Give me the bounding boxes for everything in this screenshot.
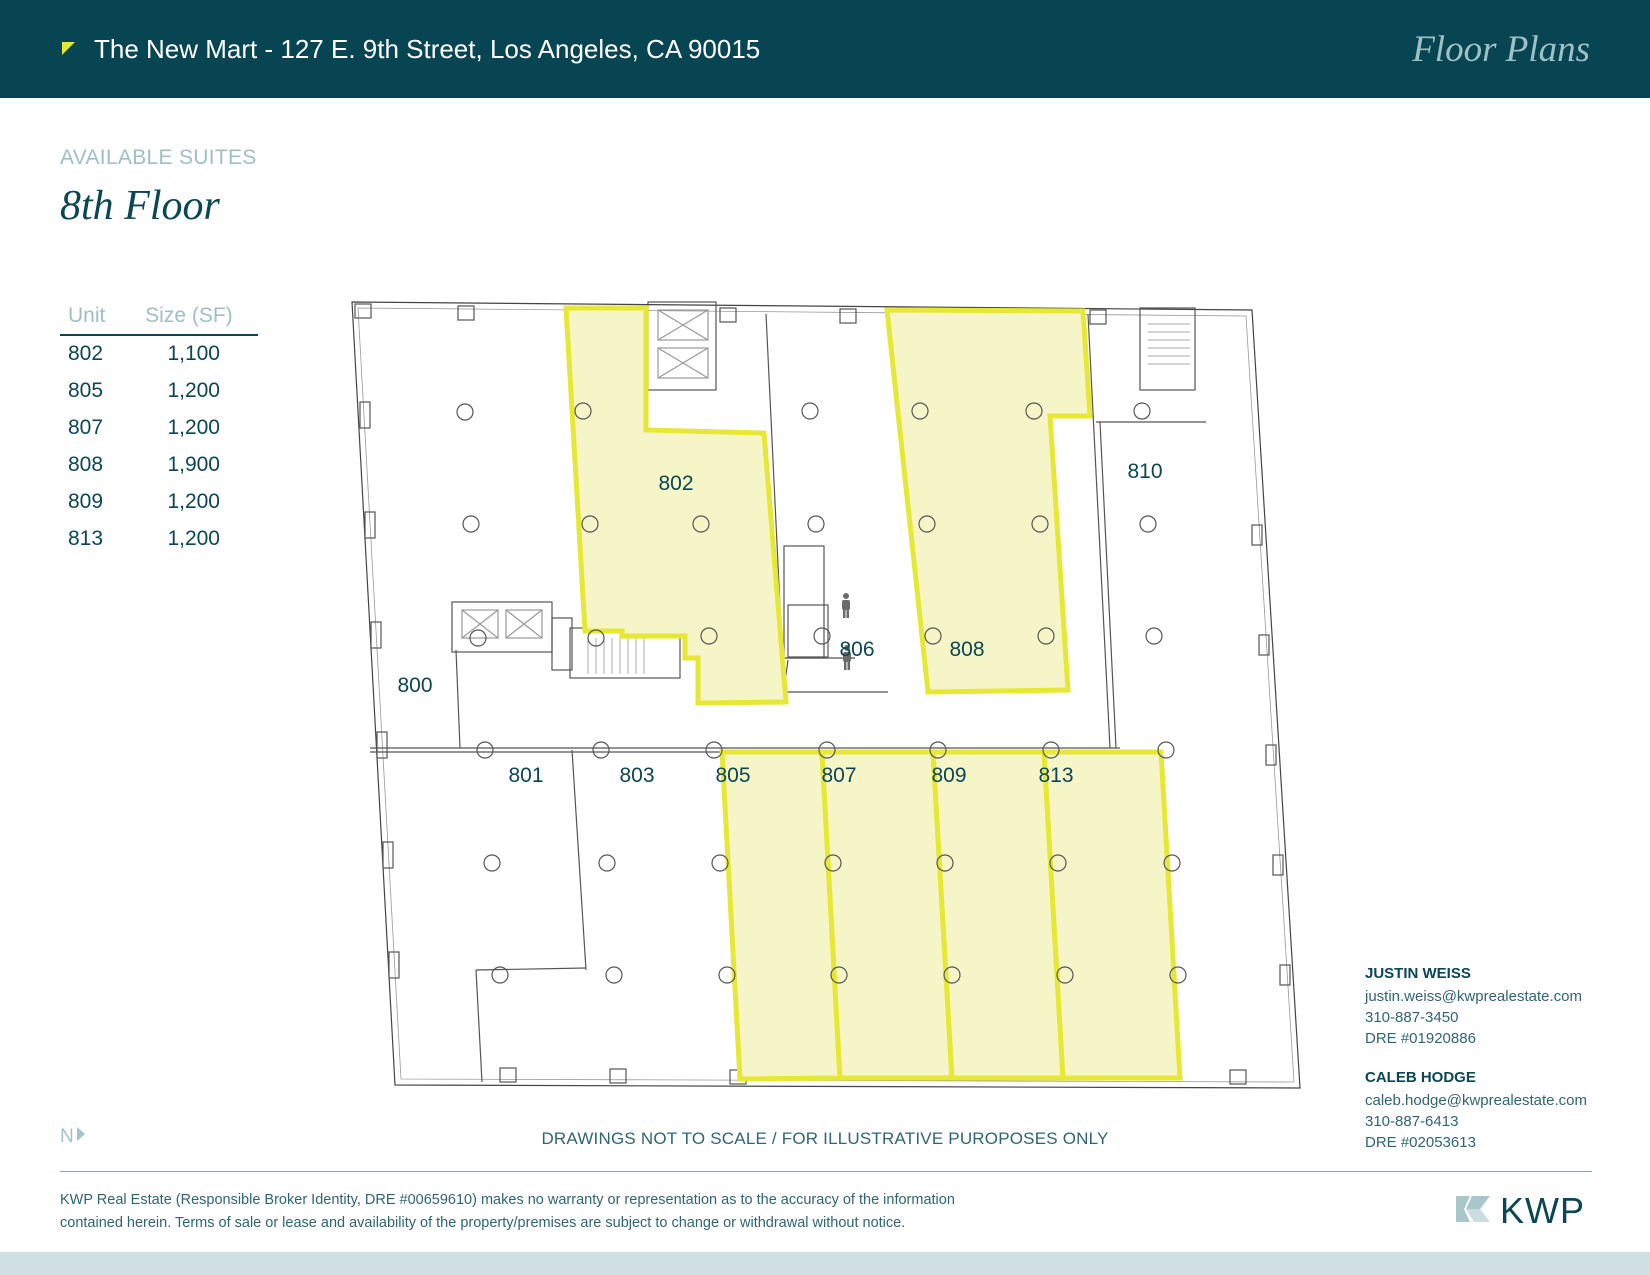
contact-email[interactable]: justin.weiss@kwprealestate.com: [1365, 988, 1582, 1005]
unit-label-805: 805: [715, 764, 750, 787]
unit-label-808: 808: [949, 638, 984, 661]
unit-cell: 813: [68, 527, 104, 550]
contact-card: JUSTIN WEISS justin.weiss@kwprealestate.…: [1365, 965, 1587, 1049]
table-row: 808 1,900: [60, 447, 258, 484]
unit-label-809: 809: [931, 764, 966, 787]
bottom-band: [0, 1252, 1650, 1275]
kwp-logo-mark-icon: [1456, 1196, 1490, 1222]
contact-name: CALEB HODGE: [1365, 1069, 1476, 1086]
unit-label-802: 802: [658, 472, 693, 495]
unit-label-806: 806: [839, 638, 874, 661]
available-suites-highlight: [563, 305, 1183, 1082]
floor-title: 8th Floor: [60, 183, 220, 229]
north-indicator: N: [60, 1126, 85, 1148]
contact-email[interactable]: caleb.hodge@kwprealestate.com: [1365, 1092, 1588, 1109]
disclaimer-line-1: KWP Real Estate (Responsible Broker Iden…: [60, 1192, 955, 1208]
unit-cell: 805: [68, 379, 104, 402]
contact-dre: DRE #01920886: [1365, 1030, 1476, 1047]
contact-name: JUSTIN WEISS: [1365, 965, 1471, 982]
suite-807-area: [819, 749, 955, 1081]
contact-dre: DRE #02053613: [1365, 1134, 1476, 1151]
flag-icon: [62, 42, 75, 55]
footer-divider: [60, 1171, 1592, 1172]
structural-columns: [456, 402, 1187, 984]
unit-label-800: 800: [397, 674, 432, 697]
size-cell: 1,200: [167, 490, 220, 513]
table-row: 809 1,200: [60, 484, 258, 521]
suite-808-area: [884, 307, 1093, 695]
contact-phone[interactable]: 310-887-3450: [1365, 1009, 1459, 1026]
size-cell: 1,200: [167, 416, 220, 439]
unit-cell: 807: [68, 416, 104, 439]
table-row: 802 1,100: [60, 335, 258, 373]
floor-plan: 800 801 802 803 805 806 807 808 809 810 …: [351, 301, 1301, 1089]
property-address: The New Mart - 127 E. 9th Street, Los An…: [94, 34, 761, 64]
disclaimer-line-2: contained herein. Terms of sale or lease…: [60, 1215, 906, 1231]
scale-note-text: DRAWINGS NOT TO SCALE / FOR ILLUSTRATIVE…: [541, 1129, 1109, 1148]
column-header-unit: Unit: [60, 304, 116, 336]
table-row: 805 1,200: [60, 373, 258, 410]
suite-809-area: [930, 749, 1066, 1081]
north-arrow-icon: [76, 1127, 85, 1141]
section-title: Floor Plans: [1412, 29, 1590, 70]
page-header: The New Mart - 127 E. 9th Street, Los An…: [0, 0, 1650, 98]
unit-label-807: 807: [821, 764, 856, 787]
unit-label-813: 813: [1038, 764, 1073, 787]
unit-cell: 802: [68, 342, 104, 365]
size-cell: 1,200: [167, 379, 220, 402]
unit-size-table: Unit Size (SF) 802 1,100 805 1,200 807 1…: [60, 304, 258, 558]
column-header-size: Size (SF): [115, 304, 258, 336]
north-label: N: [60, 1126, 74, 1147]
size-cell: 1,100: [167, 342, 220, 365]
available-suites-label: AVAILABLE SUITES: [60, 146, 257, 169]
restroom-person-icon: [842, 593, 850, 618]
table-row: 813 1,200: [60, 521, 258, 558]
building-outline: [351, 301, 1301, 1089]
unit-label-801: 801: [508, 764, 543, 787]
size-cell: 1,200: [167, 527, 220, 550]
kwp-logo-text: KWP: [1500, 1190, 1586, 1231]
unit-label-810: 810: [1127, 460, 1162, 483]
legal-disclaimer: KWP Real Estate (Responsible Broker Iden…: [60, 1189, 1020, 1235]
unit-cell: 809: [68, 490, 104, 513]
unit-label-803: 803: [619, 764, 654, 787]
table-row: 807 1,200: [60, 410, 258, 447]
scale-disclaimer: DRAWINGS NOT TO SCALE / FOR ILLUSTRATIVE…: [0, 1129, 1650, 1149]
contact-phone[interactable]: 310-887-6413: [1365, 1113, 1459, 1130]
suite-813-area: [1041, 749, 1183, 1081]
restroom-person-icon: [843, 645, 851, 670]
contact-card: CALEB HODGE caleb.hodge@kwprealestate.co…: [1365, 1069, 1587, 1153]
broker-contacts: JUSTIN WEISS justin.weiss@kwprealestate.…: [1365, 965, 1587, 1173]
size-cell: 1,900: [167, 453, 220, 476]
unit-cell: 808: [68, 453, 104, 476]
